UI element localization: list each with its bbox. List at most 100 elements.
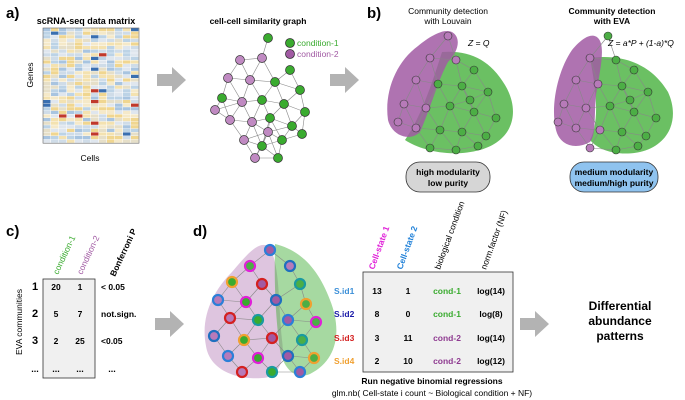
heatmap-cell xyxy=(67,67,75,71)
heatmap-cell xyxy=(67,78,75,82)
heatmap-cell xyxy=(123,107,131,111)
table-d-row-1-id: S.id1 xyxy=(334,286,355,296)
heatmap-cell xyxy=(107,96,115,100)
heatmap-cell xyxy=(123,118,131,122)
heatmap-cell xyxy=(131,103,139,107)
heatmap-cell xyxy=(131,128,139,132)
heatmap-cell xyxy=(123,67,131,71)
heatmap-cell xyxy=(59,60,67,64)
eva-edge xyxy=(633,69,649,93)
heatmap-cell xyxy=(67,136,75,140)
condition-2-node xyxy=(239,135,249,145)
heatmap-cell xyxy=(83,110,91,114)
cell-state-node xyxy=(251,313,265,327)
louvain-edge xyxy=(449,105,463,133)
heatmap-cell xyxy=(131,42,139,46)
table-d-header-cellstate-2: Cell-state 2 xyxy=(394,224,419,270)
heatmap-cell xyxy=(123,74,131,78)
eva-result-box xyxy=(569,161,659,193)
eva-purple-node xyxy=(593,79,603,89)
cells-axis-label: Cells xyxy=(81,153,100,163)
louvain-result-box xyxy=(405,161,491,193)
heatmap-cell xyxy=(115,56,123,60)
heatmap-cell xyxy=(91,74,99,78)
heatmap-cell xyxy=(75,110,83,114)
table-c-row-3-cond2: 25 xyxy=(75,336,85,346)
heatmap-cell xyxy=(131,56,139,60)
heatmap-cell xyxy=(99,110,107,114)
heatmap-cell xyxy=(107,118,115,122)
heatmap-cell xyxy=(91,49,99,53)
heatmap-cell xyxy=(43,28,51,32)
heatmap-cell xyxy=(131,136,139,140)
heatmap-cell xyxy=(75,31,83,35)
result-line2: abundance xyxy=(588,314,652,328)
louvain-title-line2: with Louvain xyxy=(423,16,472,26)
heatmap-cell xyxy=(67,110,75,114)
heatmap-cell xyxy=(99,78,107,82)
heatmap-cell xyxy=(59,49,67,53)
table-d-row-1-cs2: 1 xyxy=(406,286,411,296)
heatmap-cell xyxy=(43,60,51,64)
cell-state-node xyxy=(299,297,313,311)
eva-green-node xyxy=(641,131,651,141)
table-d-row-1-nf: log(14) xyxy=(477,286,505,296)
table-d-row-1: S.id1 13 1 cond-1 log(14) xyxy=(334,286,505,296)
heatmap-cell xyxy=(83,46,91,50)
heatmap-cell xyxy=(115,46,123,50)
heatmap-cell xyxy=(131,121,139,125)
heatmap-cell xyxy=(83,136,91,140)
heatmap-cell xyxy=(107,49,115,53)
heatmap-cell xyxy=(91,28,99,32)
louvain-edge xyxy=(425,107,441,131)
heatmap-cell xyxy=(131,49,139,53)
heatmap-cell xyxy=(67,103,75,107)
condition-1-node xyxy=(297,129,307,139)
eva-graph-edges xyxy=(553,31,661,155)
heatmap-cell xyxy=(67,46,75,50)
heatmap-cell xyxy=(131,35,139,39)
louvain-green-node xyxy=(491,113,501,123)
condition-1-node xyxy=(277,135,287,145)
heatmap-cell xyxy=(123,110,131,114)
result-line3: patterns xyxy=(596,329,644,343)
heatmap-cell xyxy=(115,110,123,114)
louvain-edge xyxy=(429,57,439,85)
expression-heatmap xyxy=(42,27,140,144)
heatmap-cell xyxy=(75,56,83,60)
condition-2-node xyxy=(245,75,255,85)
cell-cell-graph xyxy=(210,33,310,163)
eva-edge xyxy=(615,59,623,87)
heatmap-cell xyxy=(83,85,91,89)
heatmap-cell xyxy=(91,67,99,71)
eva-edge xyxy=(599,105,611,131)
heatmap-cell xyxy=(131,71,139,75)
heatmap-cell xyxy=(75,121,83,125)
heatmap-cell xyxy=(123,92,131,96)
eva-title-line1: Community detection xyxy=(569,6,656,16)
heatmap-cell xyxy=(99,49,107,53)
heatmap-cell xyxy=(115,89,123,93)
louvain-edge xyxy=(455,59,463,87)
heatmap-cell xyxy=(99,89,107,93)
heatmap-cell xyxy=(51,107,59,111)
heatmap-cell xyxy=(43,89,51,93)
heatmap-cell xyxy=(107,31,115,35)
heatmap-cell xyxy=(51,56,59,60)
cell-state-node xyxy=(307,351,321,365)
table-d-row-2-id: S.id2 xyxy=(334,309,355,319)
heatmap-cell xyxy=(115,53,123,57)
table-d-row-3: S.id3 3 11 cond-2 log(14) xyxy=(334,333,505,343)
heatmap-cell xyxy=(43,56,51,60)
heatmap-cell xyxy=(107,64,115,68)
heatmap-cell xyxy=(99,132,107,136)
heatmap-cell xyxy=(99,136,107,140)
arrow-a-to-b xyxy=(330,67,359,93)
heatmap-cell xyxy=(67,35,75,39)
heatmap-cell xyxy=(67,85,75,89)
heatmap-cell xyxy=(43,74,51,78)
cell-state-node xyxy=(293,365,307,379)
cell-state-node xyxy=(269,293,283,307)
heatmap-cell xyxy=(83,96,91,100)
louvain-purple-node xyxy=(393,117,403,127)
